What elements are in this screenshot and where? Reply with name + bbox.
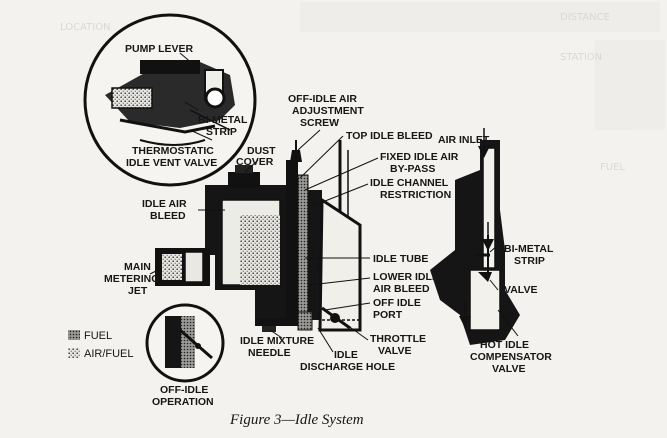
label-air-inlet: AIR INLET bbox=[438, 134, 490, 146]
background-print-through: DISTANCE STATION FUEL LOCATION bbox=[60, 2, 665, 173]
label-off-idle-air: OFF-IDLE AIR bbox=[288, 93, 357, 105]
label-idle: IDLE bbox=[334, 349, 358, 361]
label-idle-tube: IDLE TUBE bbox=[373, 253, 428, 265]
label-dust: DUST bbox=[247, 145, 276, 157]
legend-air-fuel: AIR/FUEL bbox=[84, 348, 134, 360]
label-compensator: COMPENSATOR bbox=[470, 351, 552, 363]
label-thermostatic: THERMOSTATIC bbox=[132, 145, 214, 157]
label-screw: SCREW bbox=[300, 117, 339, 129]
label-fixed-idle-air: FIXED IDLE AIR bbox=[380, 151, 459, 163]
label-idle-channel: IDLE CHANNEL bbox=[370, 177, 449, 189]
label-strip-right: STRIP bbox=[514, 255, 545, 267]
label-idle-vent-valve: IDLE VENT VALVE bbox=[126, 157, 217, 169]
label-bi-metal-strip-inset: BI-METAL bbox=[198, 114, 248, 126]
label-by-pass: BY-PASS bbox=[390, 163, 435, 175]
label-lower-idle: LOWER IDLE bbox=[373, 271, 439, 283]
svg-text:FUEL: FUEL bbox=[600, 162, 625, 173]
label-bleed: BLEED bbox=[150, 210, 186, 222]
svg-text:DISTANCE: DISTANCE bbox=[560, 12, 610, 23]
carburetor-body bbox=[155, 140, 362, 332]
label-metering: METERING bbox=[104, 273, 159, 285]
legend-fuel: FUEL bbox=[84, 330, 112, 342]
fuel-swatch bbox=[68, 330, 80, 340]
label-bi-metal-strip-inset-2: STRIP bbox=[206, 126, 237, 138]
label-adjustment: ADJUSTMENT bbox=[292, 105, 364, 117]
svg-text:LOCATION: LOCATION bbox=[60, 22, 111, 33]
label-idle-air: IDLE AIR bbox=[142, 198, 187, 210]
label-main: MAIN bbox=[124, 261, 151, 273]
label-discharge-hole: DISCHARGE HOLE bbox=[300, 361, 395, 373]
label-throttle: THROTTLE bbox=[370, 333, 426, 345]
label-jet: JET bbox=[128, 285, 148, 297]
label-hot-idle: HOT IDLE bbox=[480, 339, 529, 351]
label-off-idle-op: OFF-IDLE bbox=[160, 384, 208, 396]
label-idle-mixture: IDLE MIXTURE bbox=[240, 335, 314, 347]
label-valve: VALVE bbox=[504, 284, 537, 296]
air-fuel-swatch bbox=[68, 348, 80, 358]
label-port: PORT bbox=[373, 309, 403, 321]
legend: FUEL AIR/FUEL bbox=[68, 330, 134, 360]
label-needle: NEEDLE bbox=[248, 347, 291, 359]
callout-labels: PUMP LEVER BI-METAL STRIP THERMOSTATIC I… bbox=[104, 43, 554, 408]
label-restriction: RESTRICTION bbox=[380, 189, 451, 201]
figure-caption: Figure 3—Idle System bbox=[229, 412, 364, 428]
label-bi-metal-right: BI-METAL bbox=[504, 243, 554, 255]
label-throttle-valve: VALVE bbox=[378, 345, 411, 357]
label-top-idle-bleed: TOP IDLE BLEED bbox=[346, 130, 433, 142]
hot-idle-compensator bbox=[430, 128, 520, 345]
label-pump-lever: PUMP LEVER bbox=[125, 43, 193, 55]
label-off-idle: OFF IDLE bbox=[373, 297, 421, 309]
off-idle-operation-inset bbox=[145, 303, 225, 383]
leader-lines bbox=[149, 52, 519, 353]
label-air-bleed: AIR BLEED bbox=[373, 283, 430, 295]
label-compensator-valve: VALVE bbox=[492, 363, 525, 375]
inset-vent-valve bbox=[83, 13, 257, 187]
label-cover: COVER bbox=[236, 156, 274, 168]
svg-text:STATION: STATION bbox=[560, 52, 602, 63]
label-operation: OPERATION bbox=[152, 396, 214, 408]
